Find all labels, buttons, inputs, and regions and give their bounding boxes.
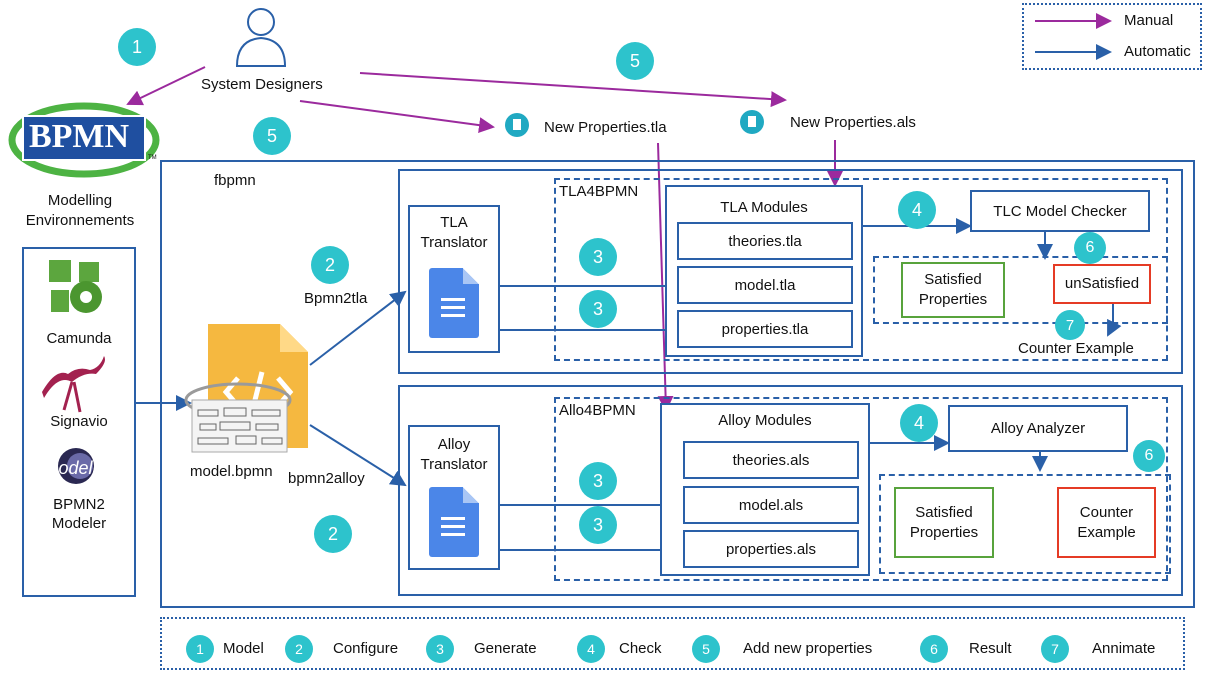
legend-box bbox=[1022, 3, 1202, 70]
step-3-badge: 3 bbox=[426, 635, 454, 663]
alloy-results-group bbox=[879, 474, 1171, 574]
alloy-counter-line1: Counter bbox=[1079, 503, 1134, 521]
badge-step-5-top: 5 bbox=[616, 42, 654, 80]
model-bpmn-label: model.bpmn bbox=[190, 463, 273, 480]
badge-step-4-tla: 4 bbox=[898, 191, 936, 229]
model-bpmn-file-icon bbox=[184, 324, 308, 453]
step-5-badge: 5 bbox=[692, 635, 720, 663]
step-4-badge: 4 bbox=[577, 635, 605, 663]
alloy-section bbox=[398, 385, 1183, 596]
arrow-model-to-tla-translator bbox=[309, 290, 407, 366]
tla-section bbox=[398, 169, 1183, 374]
badge-step-1: 1 bbox=[118, 28, 156, 66]
step-1-badge: 1 bbox=[186, 635, 214, 663]
camunda-label: Camunda bbox=[46, 330, 112, 347]
tla-counter-example-label: Counter Example bbox=[1018, 340, 1134, 357]
bpmn2-modeler-label-1: BPMN2 bbox=[53, 496, 105, 513]
new-properties-tla-label: New Properties.tla bbox=[544, 119, 667, 136]
modelling-label-2: Environnements bbox=[25, 212, 135, 229]
alloy-translator-label-2: Translator bbox=[420, 456, 488, 473]
badge-step-7: 7 bbox=[1055, 310, 1085, 340]
badge-step-2-alloy: 2 bbox=[314, 515, 352, 553]
tlc-model-checker-box[interactable]: TLC Model Checker bbox=[970, 190, 1150, 232]
signavio-label: Signavio bbox=[50, 413, 108, 430]
bpmn2tla-label: Bpmn2tla bbox=[304, 290, 368, 307]
badge-step-4-alloy: 4 bbox=[900, 404, 938, 442]
arrow-designers-to-tla-props bbox=[299, 100, 495, 134]
tla4bpmn-label: TLA4BPMN bbox=[559, 183, 639, 200]
tla-satisfied-line2: Properties bbox=[918, 291, 988, 308]
bpmn-trademark: TM bbox=[148, 155, 157, 161]
camunda-logo bbox=[49, 260, 102, 313]
properties-als-file[interactable]: properties.als bbox=[683, 530, 859, 568]
alloy-document-icon bbox=[429, 487, 479, 557]
step-4-label: Check bbox=[619, 640, 662, 657]
bpmn-logo bbox=[8, 102, 160, 178]
alloy-modules-title: Alloy Modules bbox=[718, 412, 812, 429]
modelling-tools-panel bbox=[22, 247, 136, 597]
step-2-label: Configure bbox=[333, 640, 399, 657]
allo4bpmn-label: Allo4BPMN bbox=[559, 402, 636, 419]
badge-step-3-tla-b: 3 bbox=[579, 290, 617, 328]
user-icon bbox=[235, 8, 287, 67]
step-5-label: Add new properties bbox=[743, 640, 873, 657]
badge-step-5-left: 5 bbox=[253, 117, 291, 155]
step-3-label: Generate bbox=[474, 640, 537, 657]
step-6-badge: 6 bbox=[920, 635, 948, 663]
eclipse-modeling-logo bbox=[58, 448, 94, 484]
steps-legend-box bbox=[160, 617, 1185, 670]
allo4bpmn-group bbox=[554, 397, 1168, 581]
badge-step-3-alloy-a: 3 bbox=[579, 462, 617, 500]
alloy-satisfied-line2: Properties bbox=[909, 523, 979, 541]
arrow-tla-props-to-alloy-modules bbox=[657, 142, 674, 412]
bpmn-logo-text: BPMN bbox=[28, 118, 130, 155]
alloy-counter-line2: Example bbox=[1077, 523, 1136, 541]
step-7-badge: 7 bbox=[1041, 635, 1069, 663]
alloy-translator-label-1: Alloy bbox=[437, 436, 471, 453]
arrow-unsatisfied-to-counter bbox=[1107, 304, 1122, 337]
eclipse-modeling-logo-text: modeling bbox=[43, 458, 117, 478]
properties-tla-file[interactable]: properties.tla bbox=[677, 310, 853, 348]
badge-step-6-alloy: 6 bbox=[1133, 440, 1165, 472]
tla-translator-label-2: Translator bbox=[420, 234, 488, 251]
step-2-badge: 2 bbox=[285, 635, 313, 663]
step-6-label: Result bbox=[969, 640, 1012, 657]
step-7-label: Annimate bbox=[1092, 640, 1156, 657]
bpmn2alloy-label: bpmn2alloy bbox=[288, 470, 365, 487]
badge-step-6-tla: 6 bbox=[1074, 232, 1106, 264]
legend-manual-label: Manual bbox=[1124, 12, 1174, 29]
alloy-satisfied-line1: Satisfied bbox=[915, 503, 973, 521]
model-tla-file[interactable]: model.tla bbox=[677, 266, 853, 304]
tla-modules-title: TLA Modules bbox=[720, 199, 808, 216]
fbpmn-frame bbox=[160, 160, 1195, 608]
legend-automatic-label: Automatic bbox=[1124, 43, 1191, 60]
arrow-model-to-alloy-translator bbox=[309, 424, 407, 487]
alloy-analyzer-box[interactable]: Alloy Analyzer bbox=[948, 405, 1128, 452]
arrow-designers-to-als-props bbox=[359, 72, 787, 108]
modelling-label-1: Modelling bbox=[47, 192, 113, 209]
signavio-logo bbox=[42, 356, 105, 413]
theories-als-file[interactable]: theories.als bbox=[683, 441, 859, 479]
tla-unsatisfied-box: unSatisfied bbox=[1053, 264, 1151, 304]
tla-results-group bbox=[873, 256, 1168, 324]
tla-document-icon bbox=[429, 268, 479, 338]
badge-step-2-tla: 2 bbox=[311, 246, 349, 284]
theories-tla-file[interactable]: theories.tla bbox=[677, 222, 853, 260]
tla-satisfied-line1: Satisfied bbox=[924, 271, 982, 288]
badge-step-3-alloy-b: 3 bbox=[579, 506, 617, 544]
model-als-file[interactable]: model.als bbox=[683, 486, 859, 524]
new-properties-als-label: New Properties.als bbox=[790, 114, 916, 131]
system-designers-label: System Designers bbox=[201, 76, 323, 93]
tla-properties-file-icon bbox=[505, 113, 529, 137]
bpmn2-modeler-label-2: Modeler bbox=[51, 515, 107, 532]
als-properties-file-icon bbox=[740, 110, 764, 134]
step-1-label: Model bbox=[223, 640, 264, 657]
fbpmn-label: fbpmn bbox=[214, 172, 256, 189]
tla-translator-label-1: TLA bbox=[440, 214, 468, 231]
arrow-designers-to-bpmn bbox=[126, 66, 206, 106]
badge-step-3-tla-a: 3 bbox=[579, 238, 617, 276]
